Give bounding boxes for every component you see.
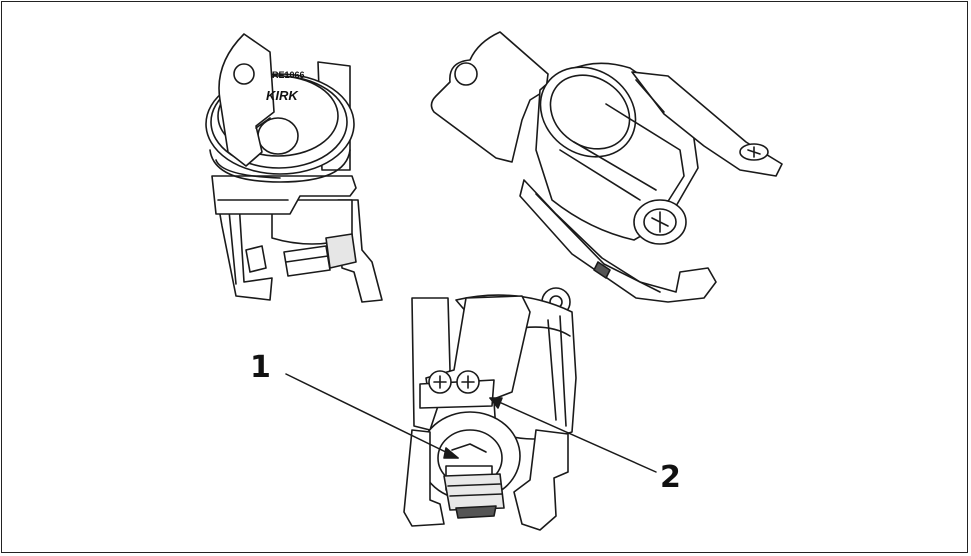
brand-stamp: KIRK [266,88,299,103]
arrow-head-2 [489,397,503,409]
callout-2: 2 [660,460,681,495]
arrow-head-1 [443,447,459,459]
callout-1: 1 [250,350,271,385]
leader-line-2 [489,397,657,473]
lock-view-rear [430,31,783,303]
lock-view-front: RE1066 KIRK [205,33,383,303]
part-number-stamp: RE1066 [272,70,305,80]
leader-line-1 [285,373,459,459]
lock-view-connector [403,287,577,531]
